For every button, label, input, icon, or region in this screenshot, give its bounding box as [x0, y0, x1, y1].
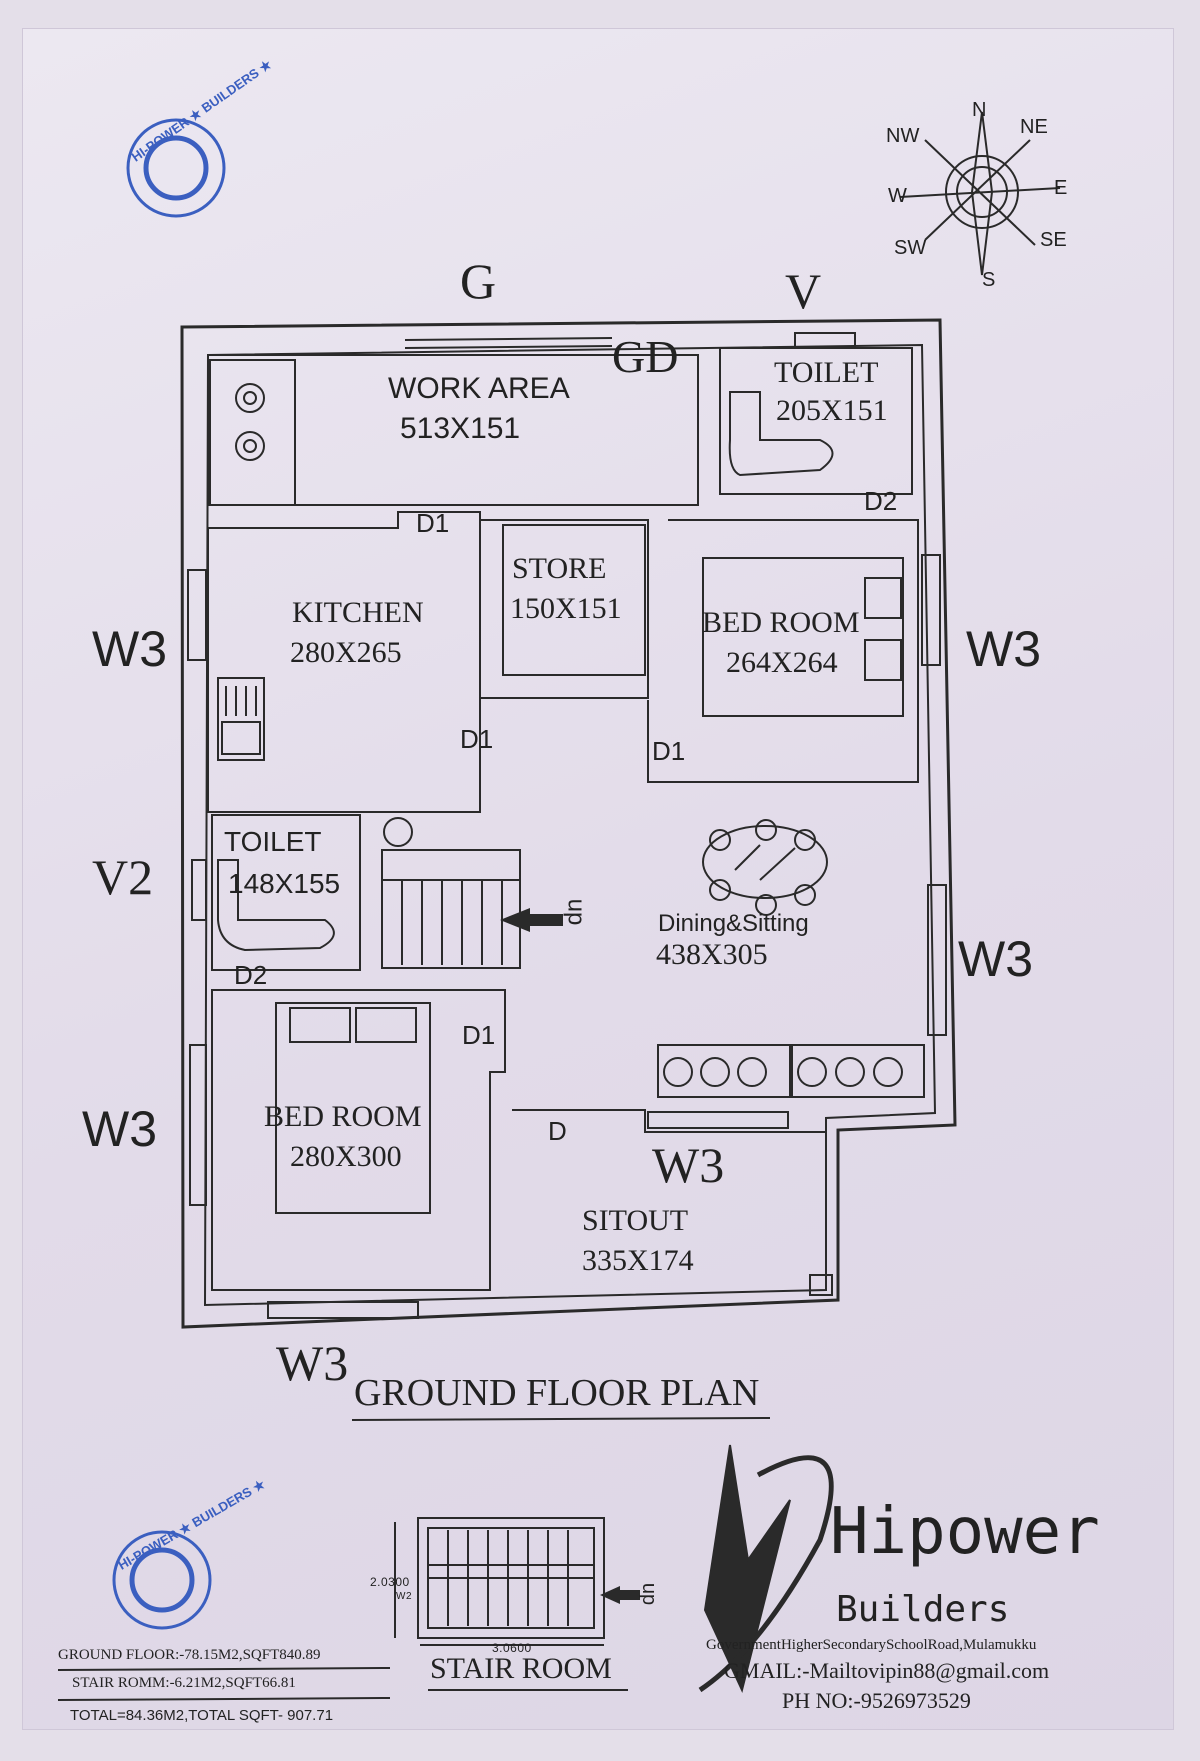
- area-total: TOTAL=84.36M2,TOTAL SQFT- 907.71: [70, 1707, 334, 1724]
- room-work-area-dim: 513X151: [400, 412, 521, 445]
- room-store-dim: 150X151: [510, 592, 622, 625]
- window-w3-dining: W3: [958, 931, 1033, 987]
- window-w3-bedroom-left: W3: [82, 1101, 157, 1157]
- window-w3-bedroom-right: W3: [966, 621, 1041, 677]
- stair-room-w2: W2: [396, 1591, 412, 1602]
- room-kitchen-name: KITCHEN: [292, 596, 424, 629]
- label-gd: GD: [612, 331, 679, 382]
- room-dining-name: Dining&Sitting: [658, 910, 809, 937]
- door-d-main: D: [548, 1116, 567, 1146]
- room-kitchen-dim: 280X265: [290, 636, 402, 669]
- vent-v2: V2: [92, 849, 154, 905]
- window-w3-sitout: W3: [652, 1137, 725, 1193]
- stair-room-up: up: [638, 1582, 661, 1606]
- door-d1-kitchen-top: D1: [416, 508, 450, 538]
- window-w3-kitchen: W3: [92, 621, 167, 677]
- compass-s: S: [982, 269, 996, 291]
- compass-w: W: [888, 185, 907, 207]
- door-d1-bedroom-right: D1: [652, 736, 686, 766]
- stair-room-width: 3.0600: [492, 1641, 532, 1655]
- room-sitout-dim: 335X174: [582, 1244, 694, 1277]
- door-d1-kitchen: D1: [460, 724, 494, 754]
- company-address: GovernmentHigherSecondarySchoolRoad,Mula…: [706, 1637, 1037, 1653]
- room-work-area-name: WORK AREA: [388, 372, 570, 405]
- company-email: GMAIL:-Mailtovipin88@gmail.com: [724, 1658, 1050, 1683]
- stair-room-title: STAIR ROOM: [430, 1652, 612, 1685]
- window-w3-bottom: W3: [276, 1335, 349, 1391]
- company-sub: Builders: [836, 1589, 1010, 1630]
- door-d1-bedroom-left: D1: [462, 1020, 496, 1050]
- drawing-sheet: [22, 28, 1174, 1730]
- stair-up-label: up: [562, 898, 590, 926]
- company-name: Hipower: [830, 1495, 1100, 1569]
- room-bedroom-left-name: BED ROOM: [264, 1100, 422, 1133]
- label-v: V: [785, 263, 822, 319]
- room-toilet-top-name: TOILET: [774, 356, 879, 389]
- compass-se: SE: [1040, 229, 1067, 251]
- room-sitout-name: SITOUT: [582, 1204, 689, 1237]
- compass-n: N: [972, 99, 987, 121]
- stair-room-depth: 2.0300: [370, 1575, 410, 1589]
- room-store-name: STORE: [512, 552, 607, 585]
- door-d2-toilet-left: D2: [234, 960, 268, 990]
- compass-sw: SW: [894, 237, 927, 259]
- area-ground: GROUND FLOOR:-78.15M2,SQFT840.89: [58, 1647, 321, 1663]
- plan-title: GROUND FLOOR PLAN: [354, 1372, 760, 1414]
- room-dining-dim: 438X305: [656, 938, 768, 971]
- compass-e: E: [1054, 177, 1068, 199]
- area-stair: STAIR ROMM:-6.21M2,SQFT66.81: [72, 1675, 296, 1691]
- room-toilet-left-name: TOILET: [224, 826, 322, 857]
- door-d2-toilet-top: D2: [864, 486, 898, 516]
- compass-nw: NW: [886, 125, 920, 147]
- room-bedroom-left-dim: 280X300: [290, 1140, 402, 1173]
- room-toilet-left-dim: 148X155: [228, 868, 341, 899]
- room-toilet-top-dim: 205X151: [776, 394, 888, 427]
- room-bedroom-right-name: BED ROOM: [702, 606, 860, 639]
- company-phone: PH NO:-9526973529: [782, 1688, 971, 1713]
- label-g: G: [460, 253, 497, 309]
- room-bedroom-right-dim: 264X264: [726, 646, 838, 679]
- compass-ne: NE: [1020, 116, 1048, 138]
